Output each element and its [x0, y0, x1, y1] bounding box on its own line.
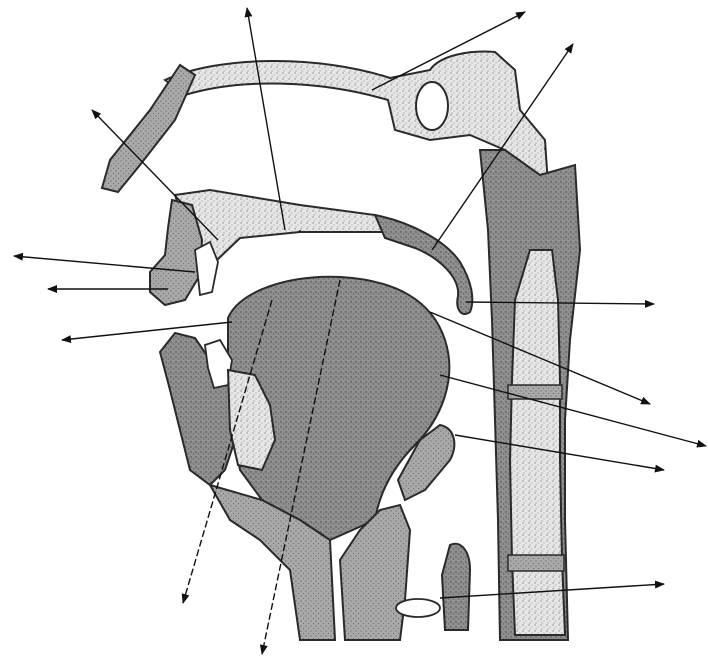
vertebra-band-2 [508, 555, 564, 571]
vertebra-band-1 [508, 385, 562, 399]
vocal-folds [396, 599, 440, 617]
arytenoid [442, 544, 470, 630]
nasal-bone [102, 65, 195, 192]
leader-line-10 [440, 375, 706, 446]
cervical-spine [510, 250, 565, 635]
sphenoid-sinus [416, 82, 448, 130]
leader-line-7 [62, 322, 232, 340]
